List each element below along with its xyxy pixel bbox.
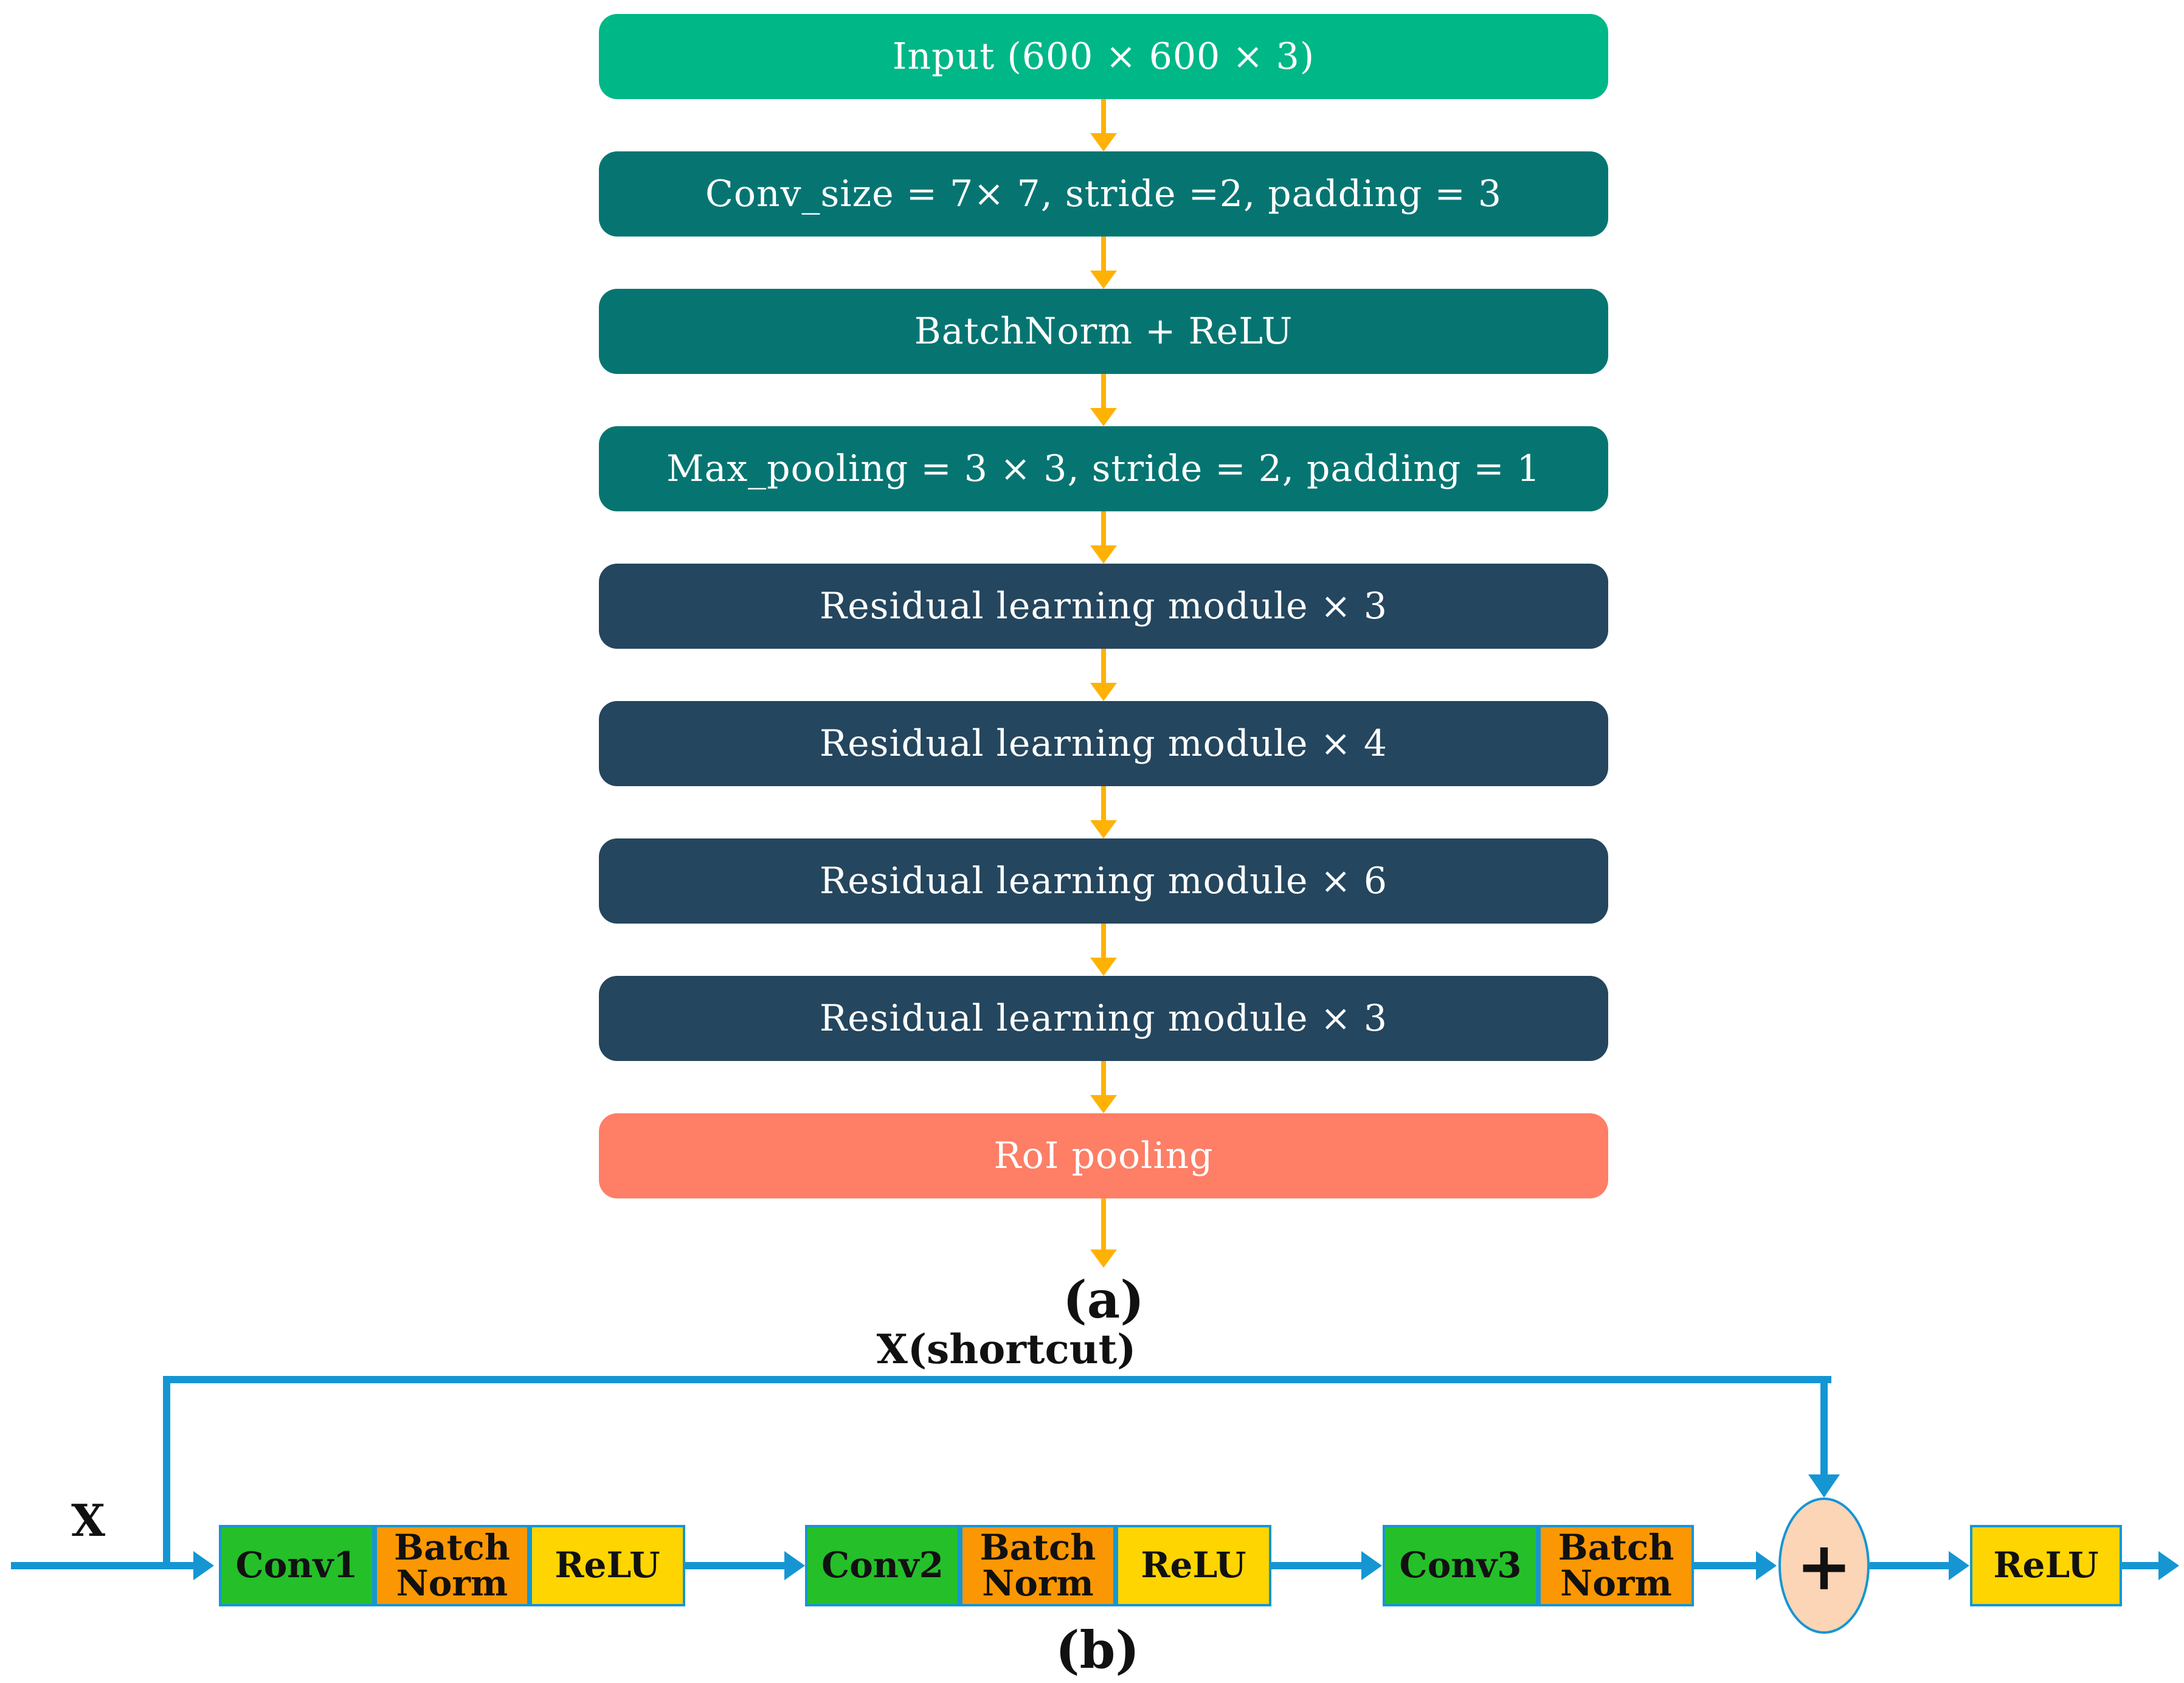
cell-conv2: Conv2 bbox=[805, 1525, 960, 1606]
down-arrow-icon bbox=[1101, 1061, 1106, 1095]
cell-batchnorm-3: Batch Norm bbox=[1538, 1525, 1694, 1606]
flow-box-roi-pooling: RoI pooling bbox=[599, 1113, 1608, 1198]
shortcut-line-horizontal bbox=[163, 1376, 1831, 1383]
cell-batchnorm-2: Batch Norm bbox=[960, 1525, 1116, 1606]
down-arrow-icon bbox=[1101, 511, 1106, 545]
cell-conv3: Conv3 bbox=[1383, 1525, 1538, 1606]
shortcut-line-left-vertical bbox=[163, 1376, 170, 1567]
flow-box-residual-x4: Residual learning module × 4 bbox=[599, 701, 1608, 786]
flow-box-residual-x3b: Residual learning module × 3 bbox=[599, 976, 1608, 1061]
flow-box-conv: Conv_size = 7× 7, stride =2, padding = 3 bbox=[599, 151, 1608, 237]
right-arrow-icon bbox=[2122, 1562, 2158, 1569]
down-arrow-icon bbox=[1101, 374, 1106, 408]
right-arrow-icon bbox=[11, 1562, 193, 1569]
down-arrow-icon bbox=[1101, 649, 1106, 683]
flow-box-residual-x3a: Residual learning module × 3 bbox=[599, 564, 1608, 649]
flow-box-input: Input (600 × 600 × 3) bbox=[599, 14, 1608, 99]
shortcut-label: X(shortcut) bbox=[876, 1325, 1136, 1373]
input-x-label: X bbox=[71, 1495, 105, 1546]
caption-a: (a) bbox=[1063, 1270, 1144, 1330]
right-arrow-icon bbox=[1694, 1562, 1756, 1569]
cell-relu-1: ReLU bbox=[530, 1525, 685, 1606]
down-arrow-icon bbox=[1101, 924, 1106, 958]
cell-batchnorm-1: Batch Norm bbox=[375, 1525, 530, 1606]
right-arrow-icon bbox=[1870, 1562, 1949, 1569]
cell-relu-final: ReLU bbox=[1970, 1525, 2122, 1606]
shortcut-down-arrow-icon bbox=[1820, 1383, 1828, 1474]
right-arrow-icon bbox=[685, 1562, 784, 1569]
down-arrow-icon bbox=[1101, 786, 1106, 820]
caption-b: (b) bbox=[1055, 1620, 1140, 1680]
right-arrow-icon bbox=[1271, 1562, 1361, 1569]
down-arrow-icon bbox=[1101, 237, 1106, 271]
flow-box-batchnorm-relu: BatchNorm + ReLU bbox=[599, 289, 1608, 374]
cell-conv1: Conv1 bbox=[219, 1525, 375, 1606]
down-arrow-icon bbox=[1101, 99, 1106, 133]
flow-box-residual-x6: Residual learning module × 6 bbox=[599, 838, 1608, 924]
sum-node: + bbox=[1778, 1498, 1870, 1634]
flow-box-maxpool: Max_pooling = 3 × 3, stride = 2, padding… bbox=[599, 426, 1608, 511]
down-arrow-icon bbox=[1101, 1198, 1106, 1249]
cell-relu-2: ReLU bbox=[1116, 1525, 1271, 1606]
